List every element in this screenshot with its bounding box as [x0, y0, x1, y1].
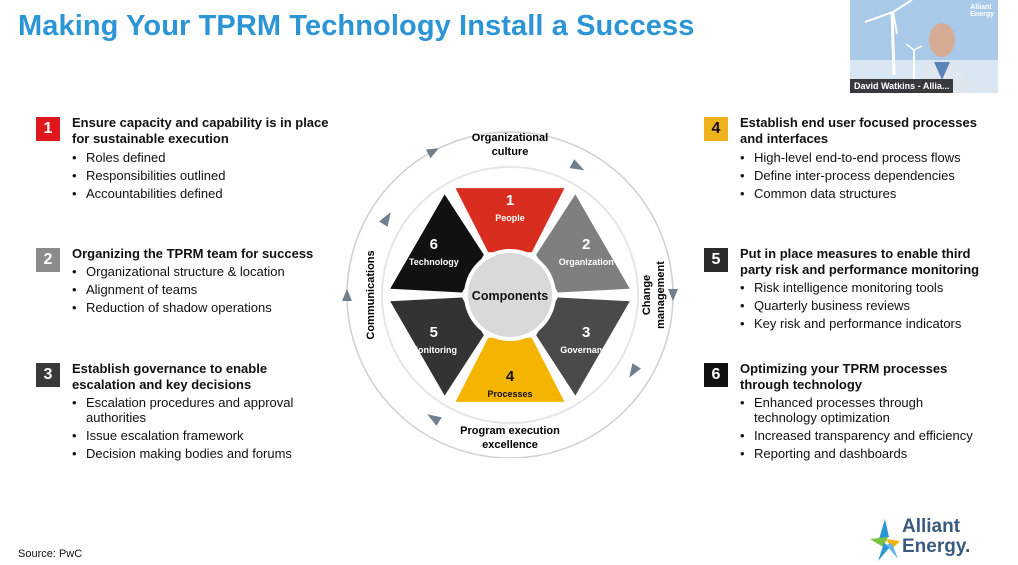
bullet-item: High-level end-to-end process flows	[740, 150, 961, 165]
ring-arrow-icon	[342, 289, 352, 301]
wheel-segment-label: People	[495, 213, 525, 223]
center-label: Components	[472, 289, 548, 303]
outer-label-top-2: culture	[492, 146, 529, 158]
wheel-segment-label: Monitoring	[411, 345, 458, 355]
section-title: Establish governance to enable escalatio…	[72, 361, 268, 392]
video-logo-line1: Alliant	[970, 4, 992, 11]
video-frame	[850, 0, 998, 93]
bullet-item: Reduction of shadow operations	[72, 300, 285, 315]
wheel-segment-monitoring	[390, 297, 484, 396]
section-1: 1 Ensure capacity and capability is in p…	[36, 115, 336, 215]
section-title: Organizing the TPRM team for success	[72, 246, 314, 261]
outer-label-bottom-1: Program execution	[460, 425, 560, 437]
ring-arrow-icon	[668, 289, 678, 301]
slide-title: Making Your TPRM Technology Install a Su…	[18, 10, 695, 42]
section-title: Ensure capacity and capability is in pla…	[72, 115, 329, 146]
ring-arrows	[342, 148, 678, 426]
brand-star-icon	[870, 519, 900, 561]
wheel-segment-people	[455, 188, 565, 253]
bullet-item: Organizational structure & location	[72, 264, 285, 279]
bullet-item: Quarterly business reviews	[740, 298, 961, 313]
bullet-item: Increased transparency and efficiency	[740, 428, 980, 443]
outer-label-top-1: Organizational	[472, 132, 548, 144]
bullet-item: Key risk and performance indicators	[740, 316, 961, 331]
bullet-item: Roles defined	[72, 150, 225, 165]
bullet-item: Define inter-process dependencies	[740, 168, 961, 183]
section-4: 4 Establish end user focused processes a…	[704, 115, 1004, 215]
outer-label-right-1: Change	[641, 275, 653, 315]
ring-arrow-icon	[379, 212, 391, 227]
bullet-list: High-level end-to-end process flows Defi…	[740, 150, 961, 204]
wheel-segment-label: Governance	[560, 345, 612, 355]
section-number: 2	[36, 248, 60, 272]
outer-label-right-2: management	[655, 261, 667, 329]
wheel-segment-number: 6	[430, 236, 438, 253]
outer-label-bottom-2: excellence	[482, 439, 538, 451]
bullet-item: Decision making bodies and forums	[72, 446, 302, 461]
wheel-segment-technology	[390, 194, 484, 293]
source-note: Source: PwC	[18, 548, 83, 560]
section-title: Put in place measures to enable third pa…	[740, 246, 980, 277]
section-title: Optimizing your TPRM processes through t…	[740, 361, 948, 392]
bullet-item: Reporting and dashboards	[740, 446, 980, 461]
section-number: 3	[36, 363, 60, 387]
bullet-list: Escalation procedures and approval autho…	[72, 395, 302, 464]
wheel-segment-label: Technology	[409, 257, 459, 267]
wheel-segment-label: Processes	[487, 389, 532, 399]
brand-name: Alliant Energy.	[902, 517, 970, 557]
wheel-segment-organization	[536, 194, 630, 293]
video-logo-line2: Energy	[970, 11, 994, 18]
center-hub	[464, 249, 556, 341]
bullet-item: Escalation procedures and approval autho…	[72, 395, 302, 425]
ring-arrow-icon	[629, 363, 641, 378]
section-5: 5 Put in place measures to enable third …	[704, 246, 1004, 346]
bullet-item: Issue escalation framework	[72, 428, 302, 443]
section-6: 6 Optimizing your TPRM processes through…	[704, 361, 1004, 471]
wheel-segment-number: 3	[582, 324, 590, 341]
presenter-name: David Watkins - Allia...	[850, 79, 954, 93]
outer-label-left: Communications	[365, 250, 377, 339]
section-title: Establish end user focused processes and…	[740, 115, 977, 146]
video-logo: Alliant Energy	[970, 4, 994, 18]
bullet-list: Risk intelligence monitoring tools Quart…	[740, 280, 961, 334]
wheel-segment-governance	[536, 297, 630, 396]
presenter-video[interactable]: Alliant Energy David Watkins - Allia...	[850, 0, 998, 93]
wheel-segment-number: 4	[506, 368, 515, 385]
ring-arrow-icon	[425, 148, 439, 159]
wheel-segment-number: 1	[506, 192, 514, 209]
bullet-item: Risk intelligence monitoring tools	[740, 280, 961, 295]
inner-ring	[381, 166, 639, 424]
ring-arrow-icon	[427, 414, 442, 426]
section-3: 3 Establish governance to enable escalat…	[36, 361, 336, 471]
wheel-segment-number: 2	[582, 236, 590, 253]
bullet-list: Organizational structure & location Alig…	[72, 264, 285, 318]
section-number: 4	[704, 117, 728, 141]
ring-arrow-icon	[569, 159, 585, 171]
wheel-segment-label: Organization	[559, 257, 614, 267]
section-2: 2 Organizing the TPRM team for success O…	[36, 246, 336, 326]
bullet-item: Accountabilities defined	[72, 186, 225, 201]
section-number: 5	[704, 248, 728, 272]
brand-line1: Alliant	[902, 516, 961, 537]
bullet-list: Roles defined Responsibilities outlined …	[72, 150, 225, 204]
bullet-item: Responsibilities outlined	[72, 168, 225, 183]
bullet-item: Common data structures	[740, 186, 961, 201]
bullet-item: Enhanced processes through technology op…	[740, 395, 980, 425]
brand-line2: Energy.	[902, 536, 971, 557]
section-number: 1	[36, 117, 60, 141]
brand-logo: Alliant Energy.	[868, 517, 998, 563]
wheel-segment-processes	[455, 337, 565, 402]
wheel-segment-number: 5	[430, 324, 438, 341]
bullet-list: Enhanced processes through technology op…	[740, 395, 980, 464]
section-number: 6	[704, 363, 728, 387]
bullet-item: Alignment of teams	[72, 282, 285, 297]
